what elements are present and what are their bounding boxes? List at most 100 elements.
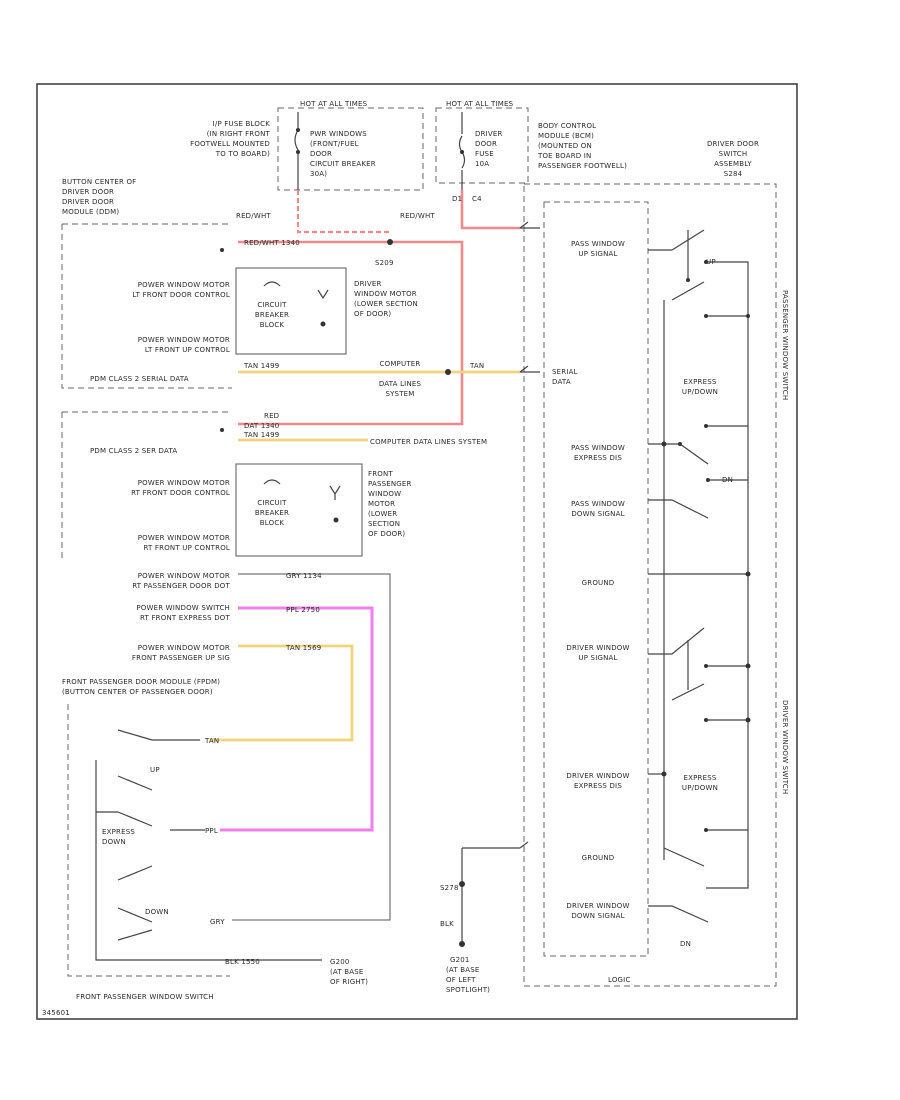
svg-text:(LOWER SECTION: (LOWER SECTION: [354, 300, 418, 308]
wire-label-ppl-small: PPL: [205, 827, 218, 835]
svg-text:UP/DOWN: UP/DOWN: [682, 784, 718, 792]
svg-text:DRIVER WINDOW: DRIVER WINDOW: [566, 644, 629, 652]
svg-text:30A): 30A): [310, 170, 327, 178]
svg-text:10A: 10A: [475, 160, 489, 168]
circuit-breaker-block-1: [235, 267, 347, 355]
wire-label-tan-1: TAN 1499: [243, 362, 279, 370]
svg-text:WINDOW: WINDOW: [368, 490, 401, 498]
switch-down-contacts: [117, 865, 153, 941]
svg-text:S284: S284: [724, 170, 743, 178]
rt-front-door-control-label: POWER WINDOW MOTOR RT FRONT DOOR CONTROL: [131, 479, 230, 497]
svg-text:PASSENGER FOOTWELL): PASSENGER FOOTWELL): [538, 162, 627, 170]
svg-text:UP SIGNAL: UP SIGNAL: [578, 250, 617, 258]
svg-text:OF LEFT: OF LEFT: [446, 976, 476, 984]
switch-rail: [95, 760, 195, 961]
svg-text:POWER WINDOW MOTOR: POWER WINDOW MOTOR: [138, 281, 230, 289]
g200-label: G200: [330, 958, 350, 966]
svg-text:DATA LINES: DATA LINES: [379, 380, 422, 388]
splice-s278: [459, 881, 465, 887]
svg-text:PWR WINDOWS: PWR WINDOWS: [310, 130, 367, 138]
wire-label-red-wht: RED/WHT: [236, 212, 271, 220]
svg-text:POWER WINDOW MOTOR: POWER WINDOW MOTOR: [138, 479, 230, 487]
wire-label-ppl: PPL 2750: [286, 606, 320, 614]
passenger-window-motor-label: FRONT PASSENGER WINDOW MOTOR (LOWER SECT…: [368, 470, 411, 538]
svg-text:(LOWER: (LOWER: [368, 510, 397, 518]
svg-text:RT FRONT UP CONTROL: RT FRONT UP CONTROL: [143, 544, 230, 552]
express-up-label-b: EXPRESS UP/DOWN: [682, 774, 718, 792]
circuit-breaker-symbol: [294, 112, 300, 190]
svg-text:DOWN SIGNAL: DOWN SIGNAL: [571, 912, 624, 920]
driver-switch-assembly-box: [523, 183, 777, 987]
ip-fuse-block-label: I/P FUSE BLOCK (IN RIGHT FRONT FOOTWELL …: [190, 120, 270, 158]
svg-text:DRIVER DOOR: DRIVER DOOR: [62, 188, 114, 196]
driver-door-fuse-label: DRIVER DOOR FUSE 10A: [475, 130, 502, 168]
circuit-breaker-block-2-label: CIRCUIT BREAKER BLOCK: [255, 499, 289, 527]
svg-text:DRIVER WINDOW: DRIVER WINDOW: [566, 902, 629, 910]
svg-text:COMPUTER: COMPUTER: [380, 360, 421, 368]
pass-up-sig-label: POWER WINDOW MOTOR FRONT PASSENGER UP SI…: [132, 644, 230, 662]
wire-label-tan-3: TAN 1569: [285, 644, 321, 652]
svg-text:POWER WINDOW MOTOR: POWER WINDOW MOTOR: [138, 336, 230, 344]
driver-up-signal-label: DRIVER WINDOW UP SIGNAL: [566, 644, 629, 662]
svg-text:RT FRONT EXPRESS DOT: RT FRONT EXPRESS DOT: [140, 614, 231, 622]
pass-express-label: POWER WINDOW SWITCH RT FRONT EXPRESS DOT: [136, 604, 230, 622]
ground-label-2: GROUND: [582, 854, 615, 862]
wire-label-red-wht-2: RED/WHT: [400, 212, 435, 220]
driver-switch-assembly-label: DRIVER DOOR SWITCH ASSEMBLY S284: [707, 140, 759, 178]
svg-text:FOOTWELL MOUNTED: FOOTWELL MOUNTED: [190, 140, 270, 148]
breaker-arc-2: [263, 479, 281, 485]
svg-text:SWITCH: SWITCH: [719, 150, 748, 158]
pass-express-signal-label: PASS WINDOW EXPRESS DIS: [571, 444, 625, 462]
svg-text:PASS WINDOW: PASS WINDOW: [571, 240, 625, 248]
wire-label-tan-small: TAN: [204, 737, 219, 745]
wire-gry-loop: [232, 573, 391, 921]
logic-label: LOGIC: [608, 976, 631, 984]
passenger-switch-title: FRONT PASSENGER WINDOW SWITCH: [76, 993, 214, 1001]
svg-text:MOTOR: MOTOR: [368, 500, 395, 508]
side-label-passenger-switch: PASSENGER WINDOW SWITCH: [781, 290, 789, 400]
g200-location-label: (AT BASE OF RIGHT): [330, 968, 368, 986]
svg-text:(BUTTON CENTER OF PASSENGER DO: (BUTTON CENTER OF PASSENGER DOOR): [62, 688, 213, 696]
svg-text:(MOUNTED ON: (MOUNTED ON: [538, 142, 592, 150]
wire-label-tan-1b: TAN: [469, 362, 484, 370]
svg-text:CIRCUIT: CIRCUIT: [257, 499, 287, 507]
wire-red-fuse: [460, 190, 520, 230]
pass-door-module-label: FRONT PASSENGER DOOR MODULE (FPDM) (BUTT…: [62, 678, 220, 696]
hot-at-all-times-2: HOT AT ALL TIMES: [446, 100, 514, 108]
svg-text:OF DOOR): OF DOOR): [354, 310, 391, 318]
pass-up-signal-label: PASS WINDOW UP SIGNAL: [571, 240, 625, 258]
svg-text:PASS WINDOW: PASS WINDOW: [571, 500, 625, 508]
up-label-1: UP: [150, 766, 160, 774]
svg-text:BREAKER: BREAKER: [255, 509, 289, 517]
svg-text:OF RIGHT): OF RIGHT): [330, 978, 368, 986]
svg-text:SERIAL: SERIAL: [552, 368, 578, 376]
driver-down-signal-label: DRIVER WINDOW DOWN SIGNAL: [566, 902, 629, 920]
svg-text:DRIVER: DRIVER: [354, 280, 382, 288]
switch-contacts-right: [648, 229, 751, 923]
svg-text:MODULE (BCM): MODULE (BCM): [538, 132, 594, 140]
wire-label-gry-small: GRY: [210, 918, 225, 926]
svg-text:(AT BASE: (AT BASE: [446, 966, 480, 974]
serial-data-label: SERIAL DATA: [552, 368, 578, 386]
pass-down-signal-label: PASS WINDOW DOWN SIGNAL: [571, 500, 625, 518]
svg-text:I/P FUSE BLOCK: I/P FUSE BLOCK: [213, 120, 271, 128]
wire-label-red-2: RED: [264, 412, 279, 420]
svg-text:(FRONT/FUEL: (FRONT/FUEL: [310, 140, 359, 148]
svg-text:EXPRESS: EXPRESS: [102, 828, 135, 836]
svg-text:POWER WINDOW MOTOR: POWER WINDOW MOTOR: [138, 572, 230, 580]
svg-text:UP SIGNAL: UP SIGNAL: [578, 654, 617, 662]
express-down-label-1: EXPRESS DOWN: [102, 828, 135, 846]
svg-text:EXPRESS DIS: EXPRESS DIS: [574, 454, 622, 462]
pin-ddm-1: [220, 248, 224, 252]
svg-text:POWER WINDOW SWITCH: POWER WINDOW SWITCH: [136, 604, 230, 612]
pdm-box: [61, 411, 232, 560]
wire-label-gry: GRY 1134: [286, 572, 322, 580]
svg-text:EXPRESS: EXPRESS: [683, 378, 716, 386]
circuit-breaker-block-1-label: CIRCUIT BREAKER BLOCK: [255, 301, 289, 329]
splice-label: S209: [375, 259, 394, 267]
svg-text:EXPRESS: EXPRESS: [683, 774, 716, 782]
svg-text:DOWN: DOWN: [102, 838, 126, 846]
express-up-label-a: EXPRESS UP/DOWN: [682, 378, 718, 396]
svg-text:FRONT PASSENGER DOOR MODULE (F: FRONT PASSENGER DOOR MODULE (FPDM): [62, 678, 220, 686]
